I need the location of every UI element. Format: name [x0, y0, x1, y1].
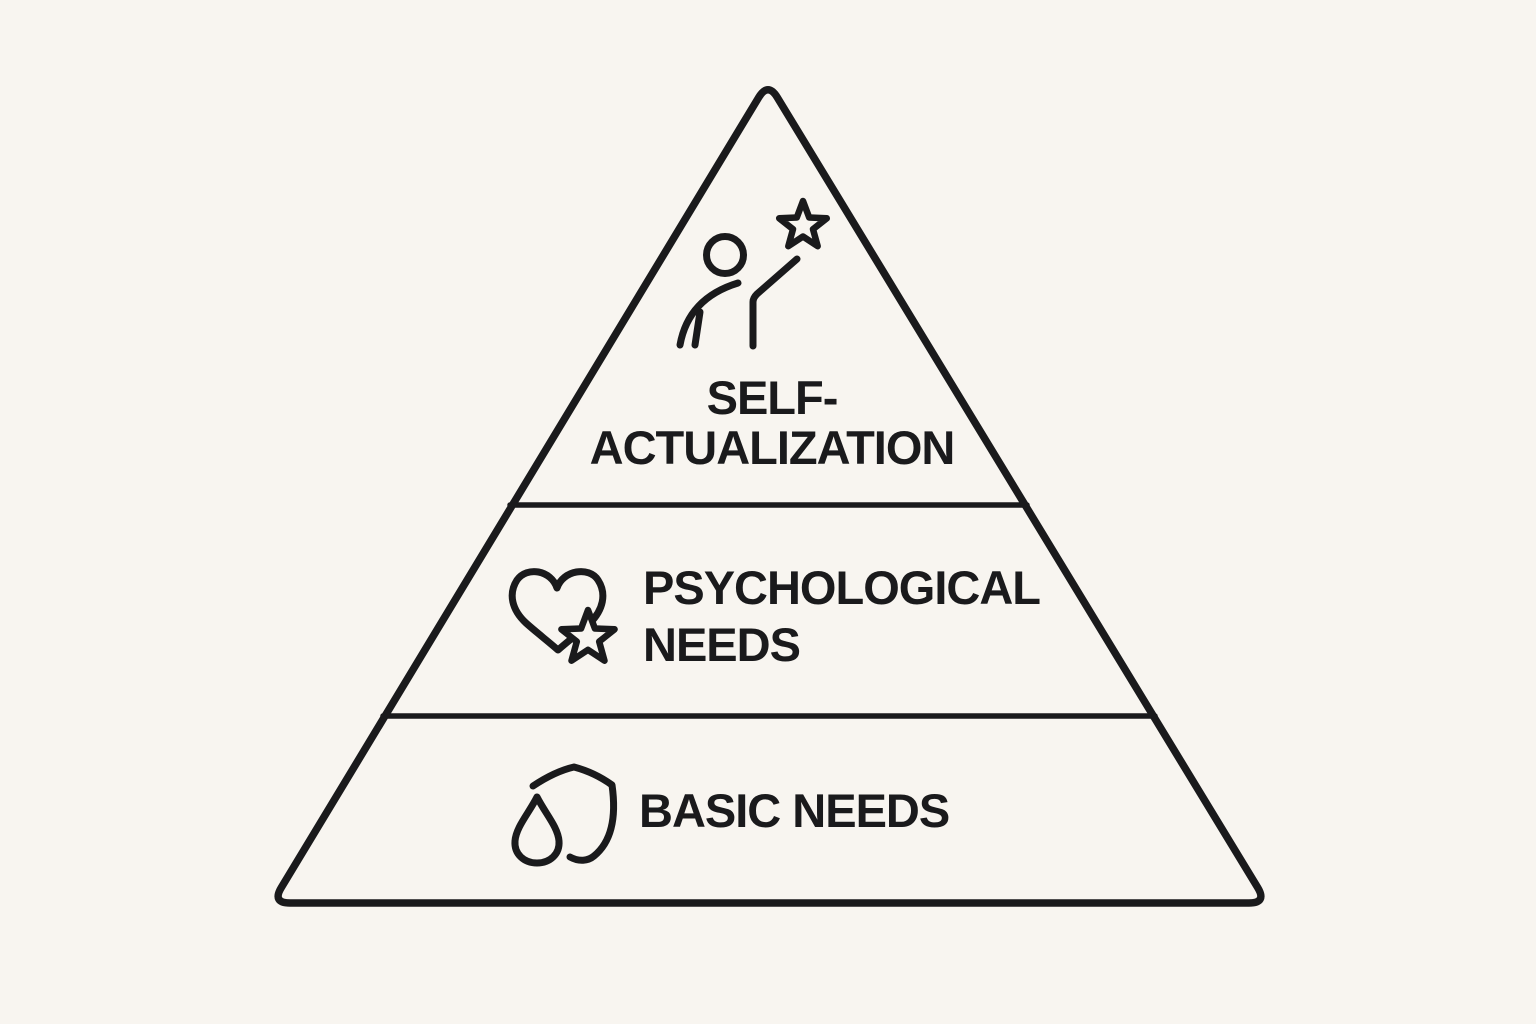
shield-outline: [529, 763, 618, 864]
person-back-arm: [676, 279, 742, 349]
level-psychological-needs: PSYCHOLOGICAL NEEDS: [508, 561, 1041, 671]
person-leg: [691, 308, 704, 349]
water-drop: [511, 793, 563, 867]
level-2-label-line-2: NEEDS: [643, 618, 800, 671]
person-torso-raised-arm: [749, 255, 801, 350]
level-3-label-line-1: BASIC NEEDS: [639, 784, 949, 837]
level-basic-needs: BASIC NEEDS: [511, 763, 950, 867]
level-1-label-line-2: ACTUALIZATION: [590, 421, 955, 474]
pyramid-outline: [274, 86, 1265, 907]
star-icon: [558, 606, 618, 664]
shield-with-water-drop-icon: [511, 763, 618, 867]
heart-outline: [508, 568, 607, 654]
level-self-actualization: SELF- ACTUALIZATION: [590, 197, 955, 474]
level-2-label-line-1: PSYCHOLOGICAL: [643, 561, 1040, 614]
level-1-label-line-1: SELF-: [707, 371, 838, 424]
heart-with-star-icon: [508, 568, 618, 664]
person-head: [703, 233, 747, 277]
star-icon: [775, 197, 831, 250]
person-reaching-star-icon: [676, 197, 831, 350]
